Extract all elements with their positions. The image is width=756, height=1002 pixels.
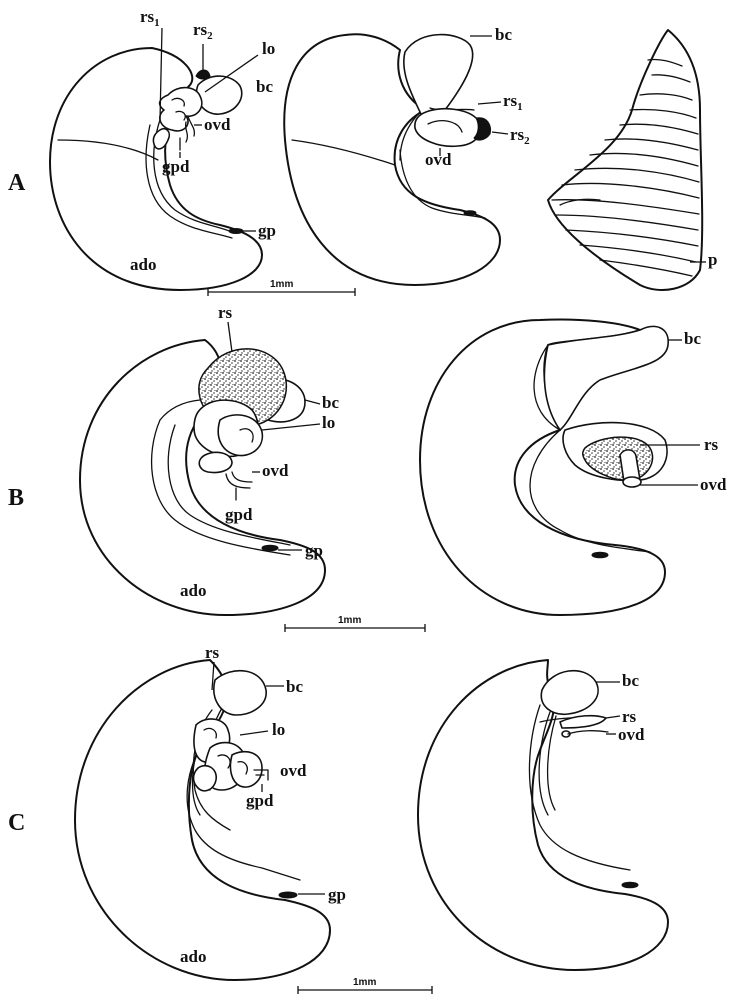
panel-a-middle-specimen [284,34,500,285]
label-gp-a: gp [258,221,276,240]
label-lo-b: lo [322,413,335,432]
label-bc-a2: bc [495,25,512,44]
label-rs-b: rs [218,303,233,322]
label-gpd-b: gpd [225,505,253,524]
label-rs2-a: rs2 [193,20,213,42]
label-ovd-b2: ovd [700,475,727,494]
label-ado-b: ado [180,581,206,600]
panel-b-right-specimen [420,319,668,615]
label-ovd-c2: ovd [618,725,645,744]
panel-label-c: C [8,810,25,836]
label-lo-a: lo [262,39,275,58]
label-ado-a: ado [130,255,156,274]
label-gpd-a: gpd [162,157,190,176]
label-rs1-a2: rs1 [503,91,523,113]
scale-bar-b: 1mm [338,615,361,626]
label-ovd-a2: ovd [425,150,452,169]
label-p-a: p [708,250,717,269]
label-rs-b2: rs [704,435,719,454]
label-ovd-c: ovd [280,761,307,780]
label-lo-c: lo [272,720,285,739]
label-rs-c2: rs [622,707,637,726]
label-bc-c: bc [286,677,303,696]
panel-b: ado rs bc lo ovd gpd gp bc [8,303,727,632]
label-bc-b: bc [322,393,339,412]
label-bc-b2: bc [684,329,701,348]
panel-c-right-labels: bc rs ovd [596,671,645,744]
label-gp-c: gp [328,885,346,904]
scale-bar-c: 1mm [353,977,376,988]
panel-a-penis-drawing: p [548,30,717,290]
label-gp-b: gp [305,541,323,560]
label-ado-c: ado [180,947,206,966]
label-rs1-a: rs1 [140,7,160,29]
label-rs-c: rs [205,643,220,662]
panel-a-left-labels: rs1 rs2 lo bc ovd gpd gp [140,7,276,240]
label-ovd-b: ovd [262,461,289,480]
panel-a-left-specimen: ado [50,48,262,290]
panel-a: ado rs1 rs2 lo bc ovd gpd gp [8,7,717,296]
label-ovd-a: ovd [204,115,231,134]
label-bc-a: bc [256,77,273,96]
panel-c: ado rs bc lo ovd gpd gp [8,643,668,994]
label-gpd-c: gpd [246,791,274,810]
label-bc-c2: bc [622,671,639,690]
label-rs2-a2: rs2 [510,125,530,147]
panel-label-b: B [8,485,24,511]
scale-bar-a: 1mm [270,279,293,290]
panel-label-a: A [8,170,26,196]
panel-c-left-specimen: ado [75,660,330,980]
